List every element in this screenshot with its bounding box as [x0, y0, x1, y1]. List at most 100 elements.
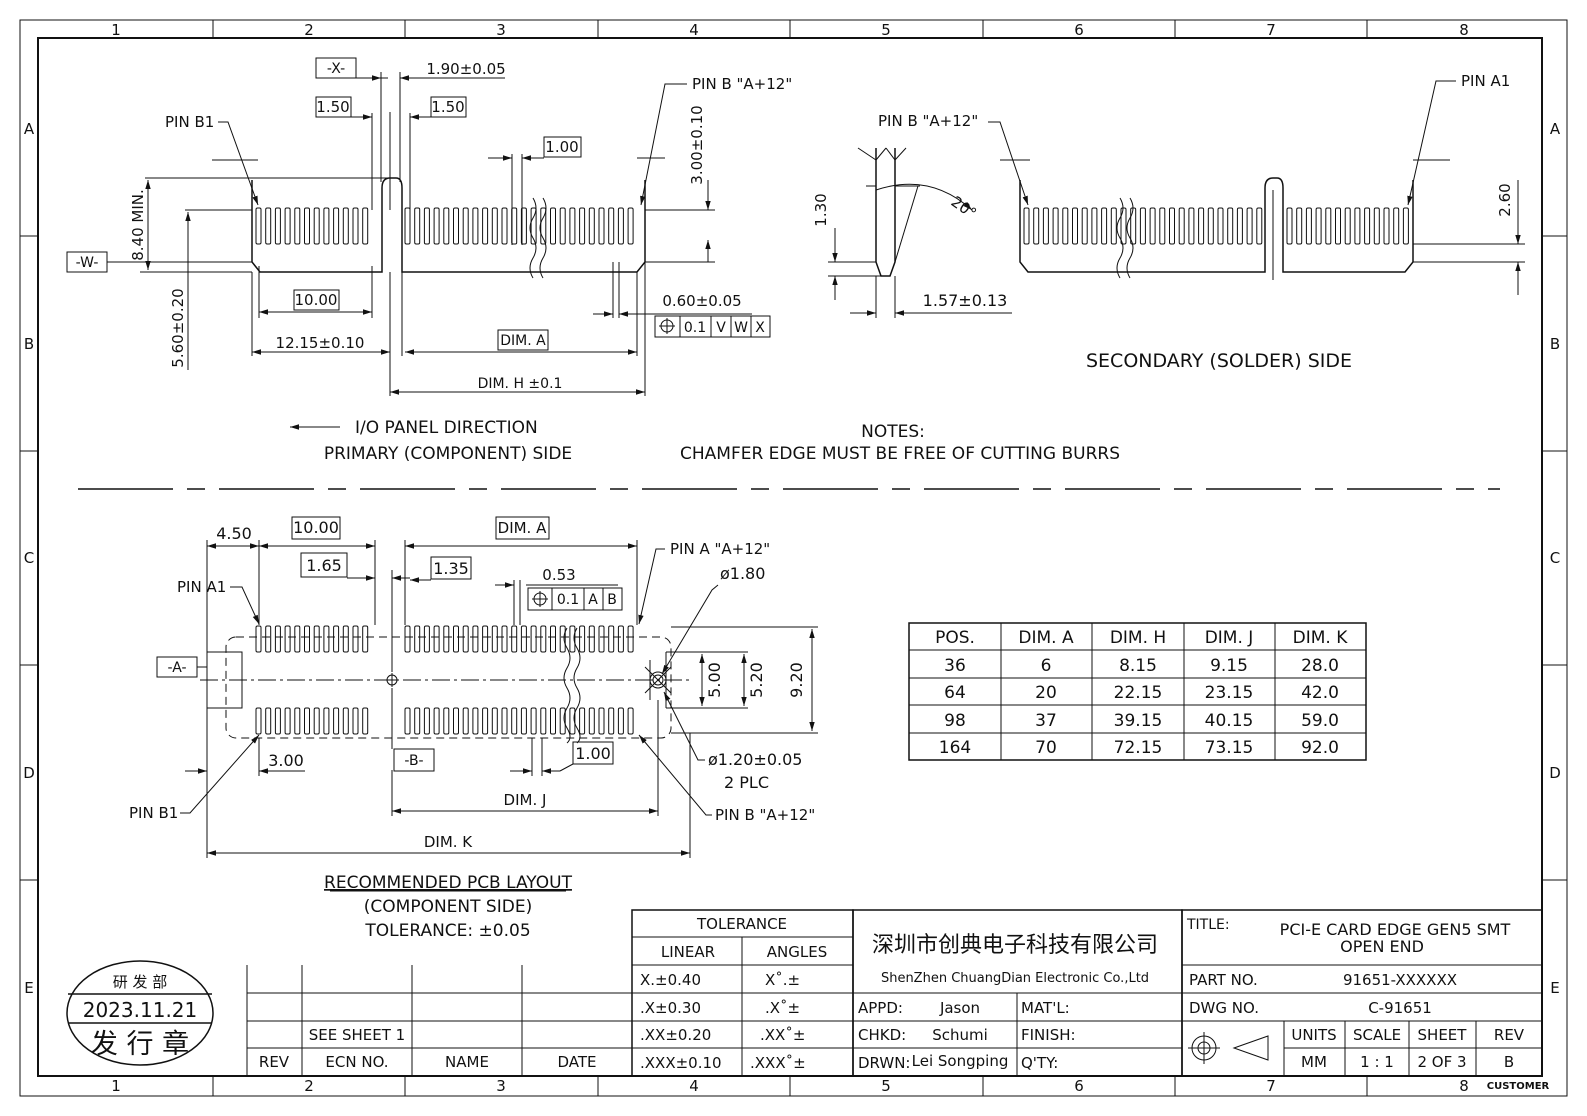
pcb-dim-300: 3.00 [268, 751, 304, 770]
title-label: TITLE: [1186, 917, 1230, 933]
dwg-no-label: DWG NO. [1189, 999, 1259, 1017]
angles-row: .XX˚± [760, 1026, 805, 1044]
col-bot-5: 5 [881, 1077, 891, 1095]
pad-row-top-left [255, 625, 369, 653]
fcf-datum-x: X [755, 320, 765, 336]
pcb-dim-a: DIM. A [498, 519, 547, 537]
pcb-pin-b-end: PIN B "A+12" [715, 806, 815, 824]
contact-pad [520, 707, 527, 735]
pcb-pin-b1: PIN B1 [129, 804, 178, 822]
col-bot-3: 3 [496, 1077, 506, 1095]
dim-300-label: 3.00±0.10 [688, 105, 706, 184]
pcb-dim-k: DIM. K [424, 833, 473, 851]
dimension-table: POS. DIM. A DIM. H DIM. J DIM. K 36 6 8.… [908, 622, 1367, 761]
contact-pad [569, 625, 576, 653]
table-header: DIM. J [1205, 628, 1254, 648]
finish-label: FINISH: [1021, 1026, 1076, 1044]
pcb-caption: RECOMMENDED PCB LAYOUT [324, 873, 573, 893]
secondary-side-view: PIN A1 2.60 SECONDARY (SOLDER) SIDE [1019, 72, 1525, 372]
contact-pad [423, 207, 430, 245]
contact-pad [443, 707, 450, 735]
contact-pad [588, 207, 595, 245]
row-right-a: A [1550, 120, 1561, 138]
linear-header: LINEAR [661, 943, 715, 961]
contact-pad [501, 625, 508, 653]
table-cell: 28.0 [1301, 656, 1339, 676]
row-right-b: B [1550, 335, 1560, 353]
table-cell: 37 [1035, 711, 1057, 731]
dim-150a-label: 1.50 [316, 98, 349, 116]
units-value: MM [1301, 1053, 1327, 1071]
contact-pad [284, 207, 291, 245]
matl-label: MAT'L: [1021, 999, 1070, 1017]
pin-b1-label: PIN B1 [165, 113, 214, 131]
title-block: TITLE: PCI-E CARD EDGE GEN5 SMT OPEN END… [1181, 909, 1550, 1092]
contact-pad [1315, 207, 1322, 245]
linear-row: X.±0.40 [640, 971, 701, 989]
notes-text: CHAMFER EDGE MUST BE FREE OF CUTTING BUR… [680, 444, 1120, 464]
contact-pad [1207, 207, 1214, 245]
col-bot-8: 8 [1459, 1077, 1469, 1095]
contact-pad [472, 625, 479, 653]
contact-pad [284, 707, 291, 735]
linear-row: .XXX±0.10 [640, 1054, 722, 1072]
primary-caption: PRIMARY (COMPONENT) SIDE [324, 444, 572, 464]
notes: NOTES: CHAMFER EDGE MUST BE FREE OF CUTT… [680, 422, 1120, 464]
ecn-header: ECN NO. [325, 1053, 388, 1071]
datum-w-label: -W- [76, 255, 99, 271]
contact-pad [1130, 207, 1137, 245]
contact-pad [1178, 207, 1185, 245]
customer-label: CUSTOMER [1487, 1081, 1550, 1092]
contact-pad [333, 625, 340, 653]
contact-pad [294, 207, 301, 245]
row-left-a: A [24, 120, 35, 138]
datum-b-label: -B- [404, 753, 423, 769]
col-bot-6: 6 [1074, 1077, 1084, 1095]
contact-pad [1198, 207, 1205, 245]
contact-pad [352, 625, 359, 653]
contact-pad [540, 207, 547, 245]
contact-pad [255, 625, 262, 653]
contact-pad [1188, 207, 1195, 245]
contact-pad [491, 707, 498, 735]
contact-pad [598, 207, 605, 245]
contact-pad [579, 625, 586, 653]
feature-control-frame-pcb: 0.1 A B [527, 587, 623, 611]
contact-pad [323, 707, 330, 735]
table-cell: 164 [939, 738, 971, 758]
rev-value: B [1504, 1053, 1514, 1071]
pcb-plc: 2 PLC [724, 773, 769, 792]
contact-pad [1344, 207, 1351, 245]
contact-pad [550, 207, 556, 245]
contact-pad [404, 207, 411, 245]
contact-pad [433, 707, 440, 735]
table-header: DIM. A [1018, 628, 1074, 648]
pin-a1-label: PIN A1 [1461, 72, 1510, 90]
contact-pad [323, 207, 330, 245]
part-no-label: PART NO. [1189, 971, 1258, 989]
contact-pad [342, 707, 349, 735]
contact-pad [598, 707, 605, 735]
fcf-datum-v: V [716, 320, 726, 336]
contact-pad [1236, 207, 1243, 245]
contact-pad [617, 207, 624, 245]
detail-pin-b-label: PIN B "A+12" [878, 112, 978, 130]
contact-pad [462, 207, 469, 245]
pcb-fcf-datum-b: B [607, 592, 617, 608]
chkd-label: CHKD: [858, 1026, 906, 1044]
table-header: DIM. K [1293, 628, 1349, 648]
col-bot-2: 2 [304, 1077, 314, 1095]
ecn-value: SEE SHEET 1 [309, 1026, 405, 1044]
row-right-e: E [1550, 979, 1559, 997]
rev-label: REV [1494, 1026, 1525, 1044]
pcb-dim-500: 5.00 [705, 662, 724, 698]
table-cell: 92.0 [1301, 738, 1339, 758]
contact-pad [579, 707, 586, 735]
contact-pad [414, 207, 421, 245]
linear-row: .XX±0.20 [640, 1026, 711, 1044]
contact-pad [433, 207, 440, 245]
linear-row: .X±0.30 [640, 999, 701, 1017]
contact-pad [1305, 207, 1312, 245]
table-cell: 64 [944, 683, 966, 703]
dim-157-label: 1.57±0.13 [923, 291, 1008, 310]
